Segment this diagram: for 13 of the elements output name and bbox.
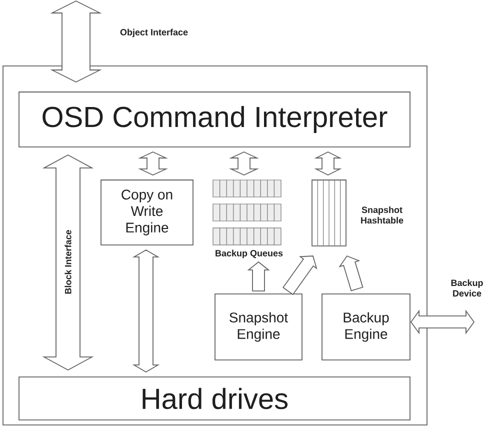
edge-label: Object Interface <box>119 28 190 38</box>
node-label: Backup Queues <box>216 250 283 258</box>
edge-label: Block Interface <box>64 228 72 296</box>
process-box: Backup Engine <box>322 294 410 360</box>
process-box: Snapshot Engine <box>214 294 302 360</box>
edge-label: Backup Device <box>446 278 487 298</box>
node-label: Snapshot Hashtable <box>361 206 404 224</box>
process-box: Copy on Write Engine <box>100 180 194 246</box>
process-box: Hard drives <box>18 376 410 420</box>
arrow <box>338 255 364 292</box>
process-box: OSD Command Interpreter <box>18 92 410 148</box>
enclosure-box <box>2 66 428 426</box>
arrow <box>247 261 270 292</box>
